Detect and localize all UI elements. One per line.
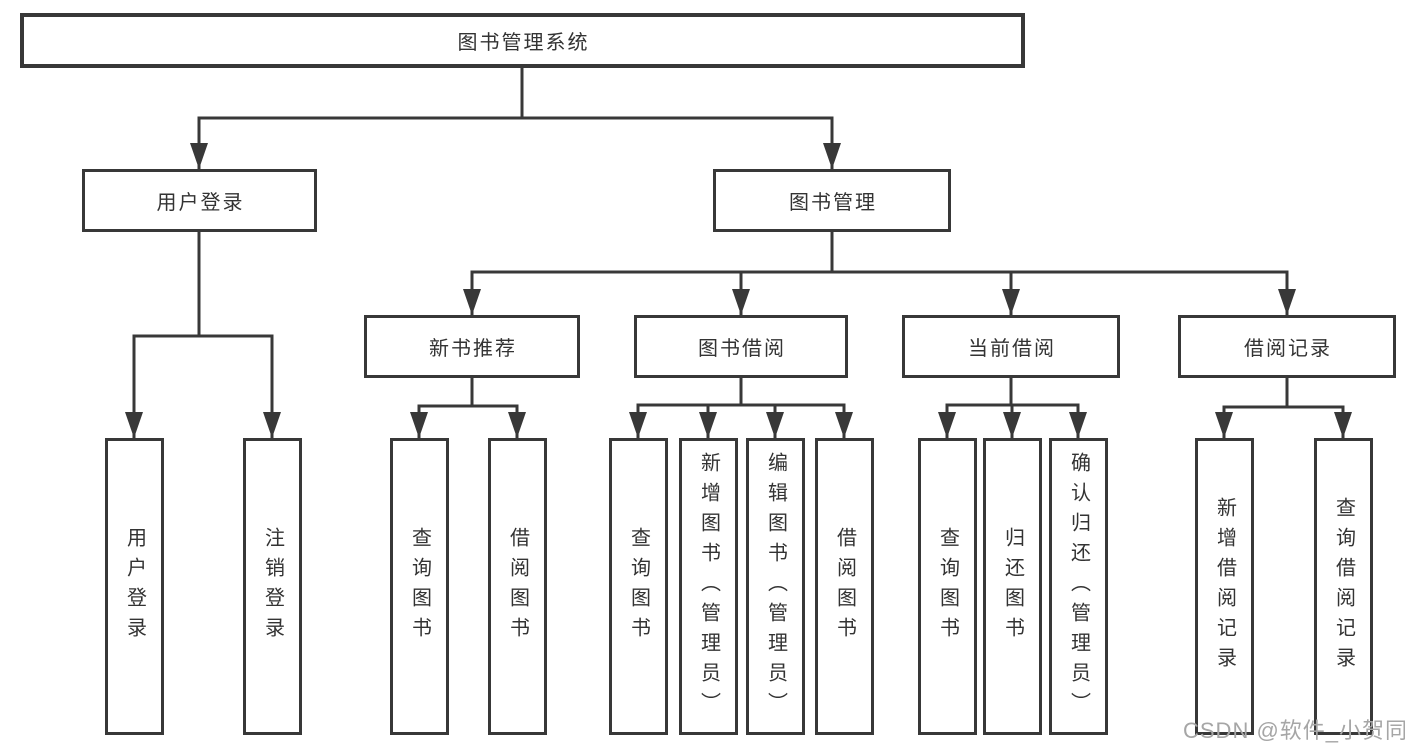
node-label: 图书管理	[789, 192, 877, 214]
leaf-label: 借阅图书	[833, 526, 856, 647]
node-label: 用户登录	[156, 192, 245, 214]
node-new-book-recommendation: 新书推荐	[364, 315, 580, 378]
leaf-records-add-borrow-record: 新增借阅记录	[1195, 438, 1254, 735]
leaf-borrowing-borrow-books: 借阅图书	[815, 438, 874, 735]
leaf-borrowing-add-books-admin: 新增图书（管理员）	[679, 438, 738, 735]
node-library-management-system: 图书管理系统	[20, 13, 1025, 68]
leaf-label: 查询图书	[408, 526, 431, 647]
leaf-label: 用户登录	[123, 526, 146, 647]
leaf-recommend-borrow-books: 借阅图书	[488, 438, 547, 735]
leaf-current-return-books: 归还图书	[983, 438, 1042, 735]
leaf-current-confirm-return-admin: 确认归还（管理员）	[1049, 438, 1108, 735]
leaf-label: 新增图书（管理员）	[697, 451, 720, 722]
node-book-management: 图书管理	[713, 169, 951, 232]
leaf-borrowing-edit-books-admin: 编辑图书（管理员）	[746, 438, 805, 735]
leaf-label: 查询图书	[936, 526, 959, 647]
leaf-borrowing-query-books: 查询图书	[609, 438, 668, 735]
leaf-current-query-books: 查询图书	[918, 438, 977, 735]
node-book-borrowing: 图书借阅	[634, 315, 848, 378]
node-label: 图书管理系统	[457, 32, 590, 54]
node-label: 新书推荐	[429, 338, 517, 360]
leaf-label: 归还图书	[1001, 526, 1024, 647]
node-label: 当前借阅	[968, 338, 1056, 360]
leaf-label: 借阅图书	[506, 526, 529, 647]
node-user-login: 用户登录	[82, 169, 317, 232]
node-current-borrowing: 当前借阅	[902, 315, 1120, 378]
arrowheads	[125, 143, 1352, 438]
leaf-user-login: 用户登录	[105, 438, 164, 735]
leaf-label: 查询借阅记录	[1332, 496, 1355, 677]
leaf-label: 注销登录	[261, 526, 284, 647]
leaf-label: 编辑图书（管理员）	[764, 451, 787, 722]
leaf-label: 新增借阅记录	[1213, 496, 1236, 677]
leaf-logout: 注销登录	[243, 438, 302, 735]
leaf-records-query-borrow-record: 查询借阅记录	[1314, 438, 1373, 735]
node-label: 借阅记录	[1244, 338, 1332, 360]
node-label: 图书借阅	[698, 338, 786, 360]
leaf-label: 确认归还（管理员）	[1067, 451, 1090, 722]
connector-lines	[132, 65, 1345, 440]
node-borrowing-records: 借阅记录	[1178, 315, 1396, 378]
leaf-label: 查询图书	[627, 526, 650, 647]
leaf-recommend-query-books: 查询图书	[390, 438, 449, 735]
csdn-watermark: CSDN @软件_小贺同学	[1183, 718, 1405, 743]
